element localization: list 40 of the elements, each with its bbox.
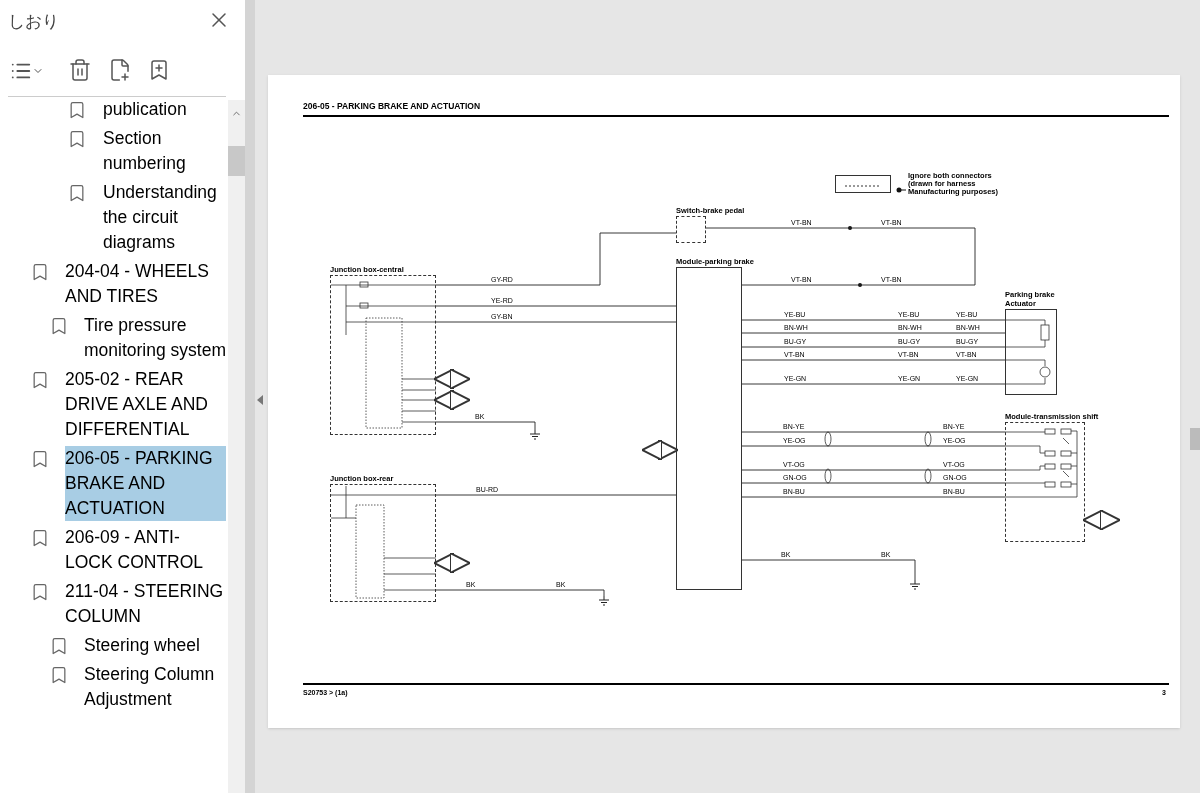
bus-arrow (433, 389, 471, 411)
wire (435, 321, 677, 323)
wire (741, 496, 1006, 498)
bus-arrow (1082, 509, 1121, 531)
bookmark-item: 205-02 - REAR DRIVE AXLE AND DIFFERENTIAL (65, 368, 209, 441)
bookmark-item: publication (103, 98, 188, 121)
ground-symbol (529, 430, 541, 440)
wire (435, 232, 677, 286)
wire (435, 589, 605, 597)
bookmark-item: 211-04 - STEERING COLUMN (65, 580, 225, 628)
bookmark-item: Steering wheel (84, 634, 201, 657)
page-heading: 206-05 - PARKING BRAKE AND ACTUATION (303, 100, 481, 113)
selected-bookmark-item: 206-05 - PARKING BRAKE AND ACTUATION (65, 446, 226, 521)
wire (741, 431, 1006, 433)
wire (741, 482, 1006, 484)
bookmark-item: Tire pressure monitoring system (84, 314, 226, 362)
wire (741, 559, 916, 581)
bus-arrow (433, 552, 471, 574)
wire (741, 346, 1006, 348)
bookmark-item: 206-09 - ANTI-LOCK CONTROL (65, 526, 205, 574)
wire (741, 445, 1006, 447)
bookmark-item: Understanding the circuit diagrams (103, 181, 218, 254)
wire (741, 469, 1006, 471)
bookmark-item: Section numbering (103, 127, 187, 175)
ground-symbol (909, 580, 921, 590)
wire (741, 332, 1006, 334)
component-box (676, 206, 746, 243)
bus-arrow (433, 368, 471, 390)
wire (741, 359, 1006, 361)
bookmark-item: Steering Column Adjustment (84, 663, 216, 711)
bus-arrow (641, 439, 679, 461)
wire (705, 227, 976, 286)
ground-symbol (598, 596, 610, 606)
wire (741, 319, 1006, 321)
wire (435, 305, 677, 307)
wire (435, 494, 677, 496)
wire (741, 383, 1006, 385)
bookmark-item: 204-04 - WHEELS AND TIRES (65, 260, 210, 308)
wire (435, 421, 536, 431)
panel-title: しおり (8, 11, 59, 33)
